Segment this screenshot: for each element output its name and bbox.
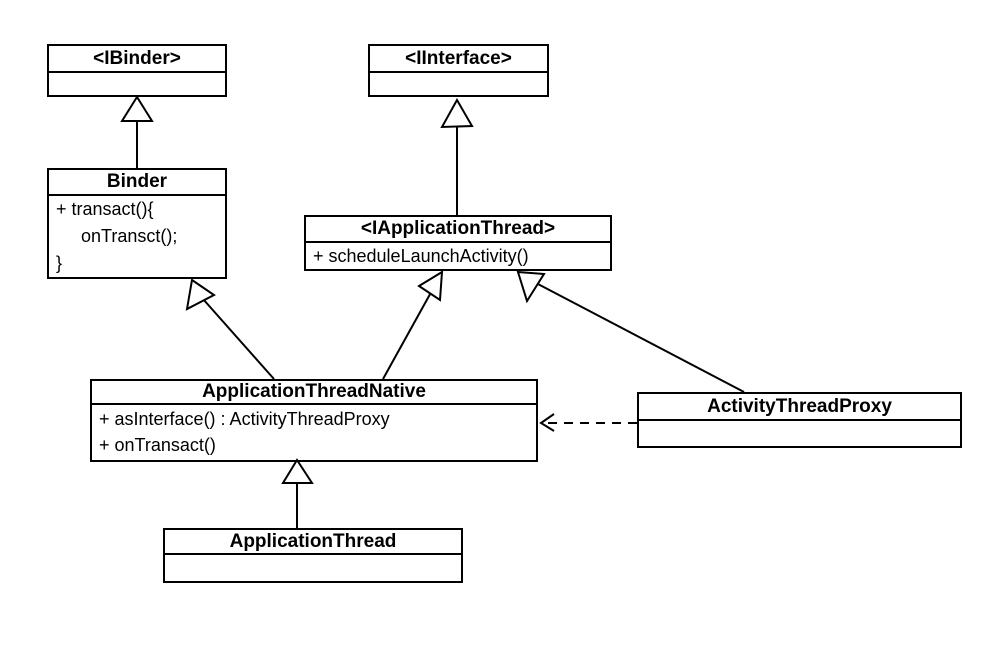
class-member-line: } xyxy=(56,253,63,273)
class-body-binder: + transact(){ onTransct(); } xyxy=(49,196,225,277)
class-title-applicationthreadnative: ApplicationThreadNative xyxy=(92,381,536,405)
class-body-applicationthread xyxy=(165,555,461,581)
class-body-activitythreadproxy xyxy=(639,421,960,446)
class-body-iinterface xyxy=(370,73,547,95)
hollow-triangle-arrowhead-icon xyxy=(440,97,474,129)
generalization-arrow-applicationthreadnative-to-binder xyxy=(185,278,275,380)
hollow-triangle-arrowhead-icon xyxy=(417,270,444,302)
class-box-iapplicationthread: <IApplicationThread> + scheduleLaunchAct… xyxy=(304,215,612,271)
class-member-line: + transact(){ xyxy=(56,199,154,219)
class-box-iinterface: <IInterface> xyxy=(368,44,549,97)
class-title-ibinder: <IBinder> xyxy=(49,46,225,73)
class-body-applicationthreadnative: + asInterface() : ActivityThreadProxy + … xyxy=(92,405,536,460)
generalization-arrow-applicationthread-to-applicationthreadnative xyxy=(281,458,314,529)
class-member-line: + scheduleLaunchActivity() xyxy=(313,246,529,266)
class-box-applicationthread: ApplicationThread xyxy=(163,528,463,583)
class-box-binder: Binder + transact(){ onTransct(); } xyxy=(47,168,227,279)
hollow-triangle-arrowhead-icon xyxy=(185,278,216,311)
connector-line xyxy=(202,298,275,380)
hollow-triangle-arrowhead-icon xyxy=(516,270,546,304)
connector-line xyxy=(382,286,435,380)
open-arrowhead-icon xyxy=(539,413,555,432)
generalization-arrow-iapplicationthread-to-iinterface xyxy=(440,97,474,216)
dependency-arrow-activitythreadproxy-to-applicationthreadnative xyxy=(539,413,637,432)
class-box-activitythreadproxy: ActivityThreadProxy xyxy=(637,392,962,448)
connector-line xyxy=(535,282,745,393)
class-title-iinterface: <IInterface> xyxy=(370,46,547,73)
class-member-line: + asInterface() : ActivityThreadProxy xyxy=(99,409,390,429)
class-title-binder: Binder xyxy=(49,170,225,196)
class-body-ibinder xyxy=(49,73,225,95)
class-title-activitythreadproxy: ActivityThreadProxy xyxy=(639,394,960,421)
class-box-ibinder: <IBinder> xyxy=(47,44,227,97)
class-title-applicationthread: ApplicationThread xyxy=(165,530,461,555)
generalization-arrow-binder-to-ibinder xyxy=(120,95,154,169)
class-title-iapplicationthread: <IApplicationThread> xyxy=(306,217,610,243)
generalization-arrow-activitythreadproxy-to-iapplicationthread xyxy=(516,270,745,393)
hollow-triangle-arrowhead-icon xyxy=(120,95,154,122)
class-member-line: onTransct(); xyxy=(56,226,178,246)
class-body-iapplicationthread: + scheduleLaunchActivity() xyxy=(306,243,610,269)
hollow-triangle-arrowhead-icon xyxy=(281,458,314,484)
class-member-line: + onTransact() xyxy=(99,435,216,455)
generalization-arrow-applicationthreadnative-to-iapplicationthread xyxy=(382,270,444,380)
class-box-applicationthreadnative: ApplicationThreadNative + asInterface() … xyxy=(90,379,538,462)
